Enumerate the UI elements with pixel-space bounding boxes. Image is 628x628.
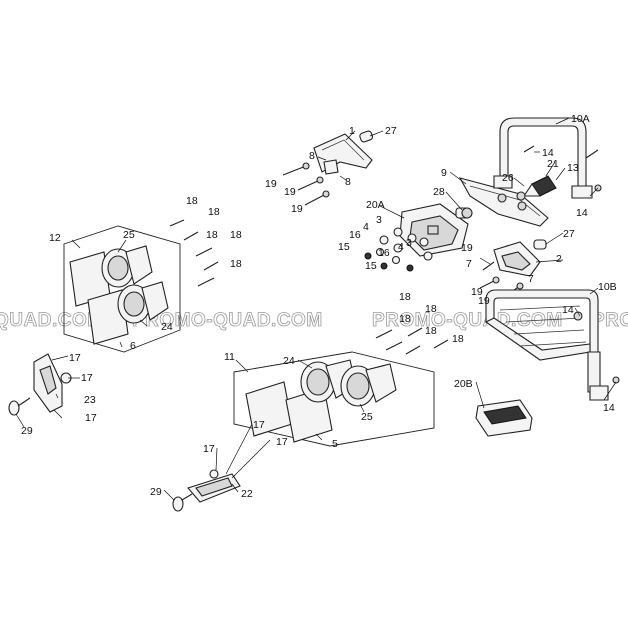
bracket-2 [479, 239, 547, 297]
bracket-1 [313, 130, 374, 175]
washers-3-4-16-15 [364, 227, 433, 272]
label-8: 8 [345, 176, 351, 188]
label-20b: 20B [454, 378, 473, 390]
turn-light-22 [172, 469, 241, 512]
side-light-23 [8, 353, 72, 416]
label-18: 18 [208, 206, 220, 218]
label-15: 15 [338, 241, 350, 253]
label-14: 14 [542, 147, 554, 159]
label-19: 19 [265, 178, 277, 190]
label-19: 19 [478, 295, 490, 307]
leader-lines [15, 117, 617, 501]
label-8: 8 [309, 150, 315, 162]
label-24: 24 [283, 355, 295, 367]
label-20a: 20A [366, 199, 385, 211]
label-2: 2 [556, 253, 562, 265]
label-13: 13 [567, 162, 579, 174]
label-16: 16 [378, 247, 390, 259]
watermark-text: PROMO-QUAD.COM [372, 310, 563, 331]
label-17: 17 [253, 419, 265, 431]
label-12: 12 [49, 232, 61, 244]
label-18: 18 [206, 229, 218, 241]
label-22: 22 [241, 488, 253, 500]
label-18: 18 [452, 333, 464, 345]
label-18: 18 [399, 313, 411, 325]
label-18: 18 [399, 291, 411, 303]
label-17: 17 [69, 352, 81, 364]
rear-rack-10a [493, 117, 602, 199]
headlight-assembly-12 [63, 219, 219, 353]
label-17: 17 [81, 372, 93, 384]
license-light-20b [475, 399, 533, 437]
label-25: 25 [361, 411, 373, 423]
label-15: 15 [365, 260, 377, 272]
label-17: 17 [203, 443, 215, 455]
label-9: 9 [441, 167, 447, 179]
label-18: 18 [186, 195, 198, 207]
label-14: 14 [562, 304, 574, 316]
label-3: 3 [376, 214, 382, 226]
rack-10b [484, 289, 620, 401]
label-28: 28 [433, 186, 445, 198]
label-6: 6 [130, 340, 136, 352]
label-4: 4 [398, 241, 404, 253]
bracket-9 [458, 177, 549, 227]
watermark: QUAD.COM PROMO-QUAD.COM PROMO-QUAD.COM P… [0, 310, 628, 332]
label-18: 18 [230, 229, 242, 241]
label-19: 19 [461, 242, 473, 254]
label-26: 26 [502, 172, 514, 184]
label-24: 24 [161, 321, 173, 333]
label-10a: 10A [571, 113, 590, 125]
label-19: 19 [471, 286, 483, 298]
label-14: 14 [576, 207, 588, 219]
watermark-text: PROMO [592, 310, 628, 331]
label-18: 18 [425, 303, 437, 315]
label-18: 18 [425, 325, 437, 337]
label-5: 5 [332, 438, 338, 450]
callout-labels: 1 27 8 8 19 19 19 10A 14 21 13 26 9 28 1… [21, 113, 617, 500]
label-21: 21 [547, 158, 559, 170]
headlight-assembly-11 [233, 327, 449, 447]
label-23: 23 [84, 394, 96, 406]
watermark-text: QUAD.COM [0, 310, 104, 331]
label-18: 18 [230, 258, 242, 270]
label-27: 27 [563, 228, 575, 240]
reflector-21 [516, 175, 557, 201]
label-1: 1 [349, 125, 355, 137]
label-27: 27 [385, 125, 397, 137]
label-4: 4 [363, 221, 369, 233]
label-25: 25 [123, 229, 135, 241]
label-29: 29 [150, 486, 162, 498]
label-3: 3 [406, 237, 412, 249]
label-19: 19 [291, 203, 303, 215]
label-29: 29 [21, 425, 33, 437]
label-19: 19 [284, 186, 296, 198]
label-14: 14 [603, 402, 615, 414]
bolt-set-19-top [282, 162, 330, 206]
label-7: 7 [466, 258, 472, 270]
label-7: 7 [528, 273, 534, 285]
label-10b: 10B [598, 281, 617, 293]
label-11: 11 [224, 351, 235, 363]
watermark-text: PROMO-QUAD.COM [132, 310, 323, 331]
label-17: 17 [276, 436, 288, 448]
label-16: 16 [349, 229, 361, 241]
tail-light-20a [399, 203, 473, 257]
label-17: 17 [85, 412, 97, 424]
